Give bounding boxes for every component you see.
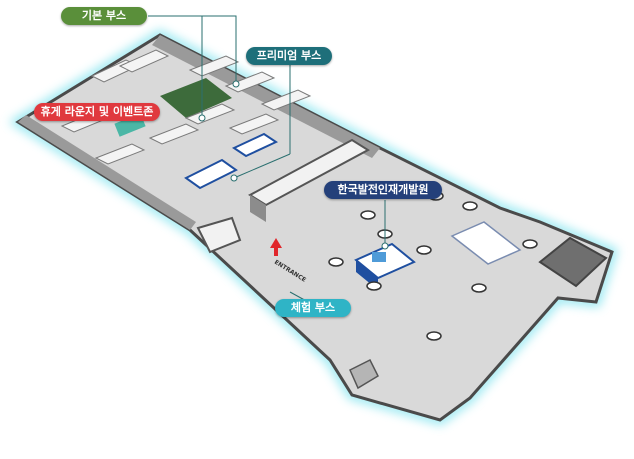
display-table xyxy=(360,210,376,220)
lounge-carpet xyxy=(160,78,232,118)
display-table xyxy=(426,331,442,341)
display-table xyxy=(522,239,538,249)
display-table xyxy=(328,257,344,267)
premium-booth-leader xyxy=(233,153,291,179)
leader-dot xyxy=(232,80,240,88)
bottom-stair xyxy=(349,358,379,390)
right-storage-room xyxy=(538,236,608,288)
booth-block xyxy=(94,143,146,165)
leader-dots xyxy=(198,80,389,250)
basic-booth-leader xyxy=(148,15,203,118)
premium-booth xyxy=(184,158,238,190)
leader-dot xyxy=(230,174,238,182)
entrance-arrow-icon xyxy=(270,238,282,256)
premium-booth-label: 프리미엄 부스 xyxy=(246,47,332,65)
display-table xyxy=(366,281,382,291)
leader-dot xyxy=(381,242,389,250)
left-corner-block xyxy=(196,216,242,254)
premium-booth-area xyxy=(184,132,279,190)
center-partition-front xyxy=(250,195,266,222)
left-wall xyxy=(18,115,196,230)
lounge-event-zone-label: 휴게 라운지 및 이벤트존 xyxy=(34,103,160,121)
booth-block xyxy=(118,49,170,73)
experience-booth-label: 체험 부스 xyxy=(275,299,351,317)
premium-booth xyxy=(231,132,279,158)
booth-block xyxy=(184,103,236,125)
booth-block xyxy=(224,71,276,93)
booth-block xyxy=(148,123,200,145)
basic-booth-label: 기본 부스 xyxy=(61,7,147,25)
leader-dot xyxy=(198,114,206,122)
kpdi-label: 한국발전인재개발원 xyxy=(324,181,442,199)
kpdi-booth-screen xyxy=(372,252,386,262)
display-table xyxy=(416,245,432,255)
experience-counter xyxy=(450,221,522,265)
display-table xyxy=(462,201,478,211)
display-table xyxy=(471,283,487,293)
booth-block xyxy=(228,113,280,135)
hall-floor xyxy=(15,33,614,422)
booth-block xyxy=(260,89,312,111)
